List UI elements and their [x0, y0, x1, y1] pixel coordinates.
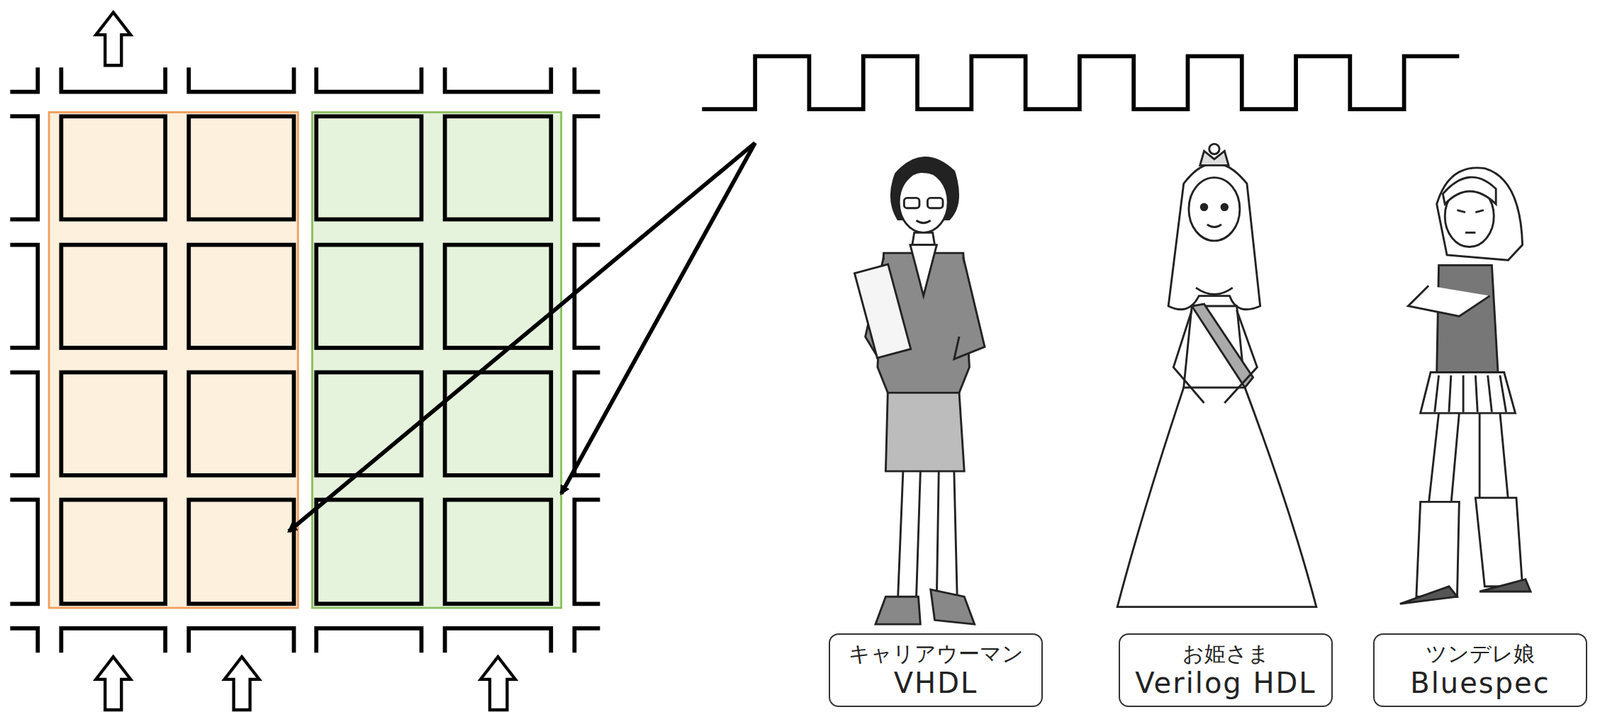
- character-name-plate: キャリアウーマンVHDL: [828, 633, 1043, 708]
- clock-leader: [288, 143, 755, 532]
- neighbour-cells: [9, 67, 600, 653]
- character-name-plate: お姫さまVerilog HDL: [1118, 633, 1333, 708]
- tiara-jewel: [1209, 143, 1220, 154]
- logic-cell: [60, 372, 166, 476]
- fringe: [1442, 177, 1496, 205]
- sash: [1191, 304, 1253, 388]
- lens: [927, 197, 943, 208]
- clock-leader: [561, 143, 755, 495]
- skirt-pleats: [1434, 375, 1507, 413]
- necklace: [1195, 287, 1233, 295]
- arm: [954, 257, 985, 360]
- shoe: [930, 589, 975, 625]
- mouth: [916, 220, 931, 224]
- cell-stub: [60, 628, 551, 654]
- eye: [1221, 204, 1228, 211]
- logic-cell: [188, 245, 294, 349]
- skirt: [885, 392, 965, 472]
- blouse: [910, 245, 937, 297]
- logic-cells: [60, 116, 551, 604]
- boot: [1416, 501, 1459, 597]
- character-name-plate: ツンデレ娘Bluespec: [1373, 633, 1588, 708]
- logic-cell: [60, 116, 166, 220]
- gown: [1117, 387, 1317, 607]
- shoe: [875, 596, 921, 625]
- logic-cell: [445, 116, 552, 220]
- fringe: [898, 163, 950, 182]
- neck: [912, 232, 936, 245]
- logic-cell: [188, 499, 294, 604]
- skirt: [1420, 372, 1516, 415]
- vest: [1436, 265, 1498, 373]
- boot: [1475, 498, 1523, 587]
- green-region: [311, 112, 561, 609]
- orange-region: [48, 112, 298, 609]
- eye: [1200, 204, 1208, 211]
- logic-cell: [60, 245, 166, 349]
- legs: [1428, 413, 1508, 506]
- mouth: [1465, 231, 1476, 234]
- face: [1188, 177, 1240, 242]
- logic-cell: [316, 372, 422, 476]
- heels: [1400, 579, 1531, 605]
- arms: [1173, 310, 1257, 404]
- eyes: [1456, 210, 1484, 213]
- clipboard: [854, 264, 911, 358]
- language-name: Verilog HDL: [1134, 667, 1316, 700]
- career-woman-figure: [854, 158, 985, 626]
- character-type: お姫さま: [1182, 641, 1270, 668]
- cell-stub: [9, 67, 600, 653]
- glasses: [903, 197, 943, 208]
- logic-cell: [445, 499, 552, 604]
- hair: [1168, 163, 1261, 310]
- logic-cell: [60, 499, 166, 604]
- tsundere-girl-figure: [1400, 168, 1531, 604]
- io-arrow: [95, 12, 131, 66]
- logic-cell: [316, 116, 422, 220]
- legs: [898, 471, 958, 597]
- logic-cell: [316, 499, 422, 604]
- mouth: [1207, 224, 1222, 228]
- cell-stub: [9, 116, 38, 604]
- logic-cell: [316, 245, 422, 349]
- face: [898, 171, 948, 233]
- language-name: VHDL: [893, 667, 979, 700]
- character-type: キャリアウーマン: [848, 641, 1024, 668]
- cell-stub: [574, 116, 600, 604]
- character-type: ツンデレ娘: [1425, 641, 1535, 668]
- logic-cell: [188, 116, 294, 220]
- language-name: Bluespec: [1410, 667, 1550, 700]
- logic-cell: [188, 372, 294, 476]
- logic-cell: [445, 245, 552, 349]
- io-arrow: [224, 657, 260, 711]
- hair: [1436, 168, 1523, 261]
- crossed-arms: [1407, 285, 1490, 317]
- princess-figure: [1117, 143, 1317, 607]
- clock-waveform: [701, 56, 1459, 110]
- io-arrow: [480, 657, 516, 711]
- io-arrows: [95, 12, 516, 711]
- cell-stub: [60, 67, 551, 93]
- lens: [903, 197, 920, 208]
- io-arrow: [95, 657, 131, 711]
